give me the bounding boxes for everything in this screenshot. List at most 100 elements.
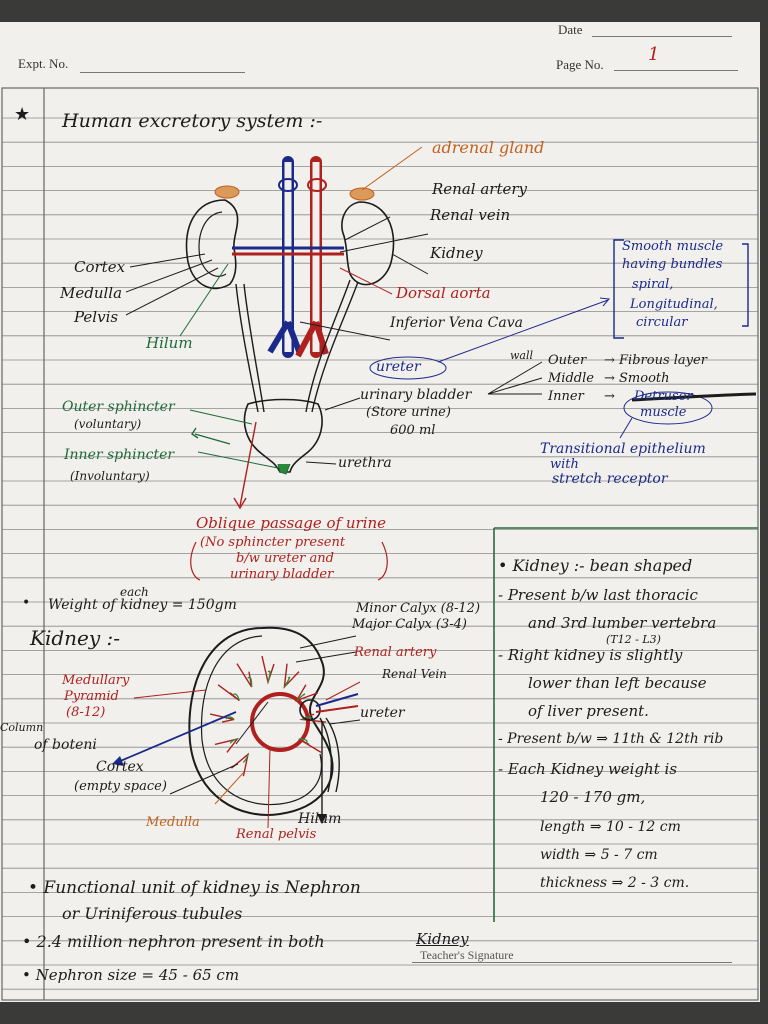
- label-renal-vein: Renal vein: [430, 206, 511, 224]
- label-renal-artery-2: Renal artery: [354, 645, 437, 660]
- label-hilum-2: Hilum: [298, 811, 342, 827]
- excretory-system-diagram: [125, 146, 757, 581]
- medullary-pyramid: [214, 737, 240, 753]
- date-label: Date: [558, 22, 583, 37]
- wall-middle: Middle: [548, 371, 594, 386]
- right-kidney: [341, 201, 395, 286]
- label-medullary-2: Pyramid: [64, 689, 119, 704]
- kidney-outline: [188, 626, 334, 816]
- expt-line: [80, 72, 245, 73]
- kidney-note-line: thickness ⇒ 2 - 3 cm.: [540, 875, 690, 891]
- kidney-note-line: lower than left because: [528, 674, 707, 692]
- kidney-note-line: - Present b/w last thoracic: [498, 586, 698, 604]
- label-voluntary: (voluntary): [74, 417, 142, 431]
- notebook-page: Date Expt. No. Page No. 1: [0, 22, 760, 1002]
- kidney-note-line: • Kidney :- bean shaped: [498, 556, 693, 575]
- kidney-note-line: - Present b/w ⇒ 11th & 12th rib: [498, 731, 724, 747]
- page-title: Human excretory system :-: [62, 110, 323, 132]
- page-line: [614, 70, 738, 71]
- left-kidney-inner: [198, 211, 227, 277]
- wall-inner-value-2: muscle: [640, 405, 687, 420]
- signature-line: [412, 962, 732, 963]
- oblique-2: (No sphincter present: [200, 535, 346, 550]
- label-ureter: ureter: [376, 359, 421, 375]
- label-urinary-bladder: urinary bladder: [360, 387, 472, 403]
- star-bullet: ★: [14, 104, 31, 125]
- muscle-note-2: having bundles: [622, 257, 723, 272]
- oblique-1: Oblique passage of urine: [196, 514, 387, 532]
- wall-outer-value: → Fibrous layer: [604, 353, 707, 368]
- calyx: [267, 670, 271, 683]
- adrenal-gland-right: [349, 187, 375, 201]
- kidney-note-line: 120 - 170 gm,: [540, 788, 646, 806]
- label-medulla-2: Medulla: [146, 815, 200, 830]
- wall-inner: Inner: [548, 389, 584, 404]
- label-empty-space: (empty space): [74, 779, 167, 794]
- ureter-right: [305, 279, 351, 413]
- nephron-line-2: or Uriniferous tubules: [62, 904, 243, 923]
- calyx: [283, 676, 291, 688]
- label-outer-sphincter: Outer sphincter: [62, 399, 175, 415]
- urethra: [277, 463, 291, 475]
- label-column-1: Column: [0, 721, 44, 734]
- epithelium-2: with: [550, 457, 579, 472]
- kidney-section-diagram: [112, 626, 361, 829]
- oblique-4: urinary bladder: [230, 567, 334, 582]
- kidney-word: Kidney: [416, 930, 469, 948]
- oblique-3: b/w ureter and: [236, 551, 334, 566]
- kidney-note-line: (T12 - L3): [606, 633, 661, 646]
- calyx: [298, 738, 308, 744]
- kidney-note-line: width ⇒ 5 - 7 cm: [540, 847, 658, 863]
- weight-note: Weight of kidney = 150gm: [48, 597, 237, 613]
- wall-inner-arrow: →: [604, 389, 615, 404]
- label-cortex: Cortex: [74, 258, 126, 276]
- muscle-note-4: Longitudinal,: [630, 297, 718, 312]
- label-renal-artery: Renal artery: [432, 180, 528, 198]
- muscle-note-3: spiral,: [632, 277, 674, 292]
- epithelium-3: stretch receptor: [552, 471, 668, 487]
- page-number: 1: [648, 44, 660, 65]
- kidney-note-line: - Right kidney is slightly: [498, 646, 683, 664]
- label-medulla: Medulla: [60, 284, 123, 302]
- label-inner-sphincter: Inner sphincter: [64, 447, 175, 463]
- calyx: [242, 754, 249, 763]
- calyx: [229, 738, 238, 744]
- kidney-note-line: of liver present.: [528, 702, 649, 720]
- label-urethra: urethra: [338, 455, 392, 471]
- page-label: Page No.: [556, 57, 604, 72]
- label-adrenal-gland: adrenal gland: [432, 138, 545, 157]
- label-cortex-2: Cortex: [96, 759, 144, 775]
- left-kidney: [185, 199, 239, 290]
- label-hilum: Hilum: [146, 334, 193, 352]
- medullary-pyramid: [283, 663, 300, 689]
- label-medullary-1: Medullary: [62, 673, 130, 688]
- expt-label: Expt. No.: [18, 56, 69, 71]
- calyx: [296, 693, 306, 702]
- wall-outer: Outer: [548, 353, 587, 368]
- medullary-pyramid: [236, 663, 253, 688]
- nephron-size-line: • Nephron size = 45 - 65 cm: [22, 966, 240, 984]
- nephron-line-1: • Functional unit of kidney is Nephron: [28, 878, 361, 898]
- label-medullary-3: (8-12): [66, 705, 106, 720]
- medullary-pyramid: [261, 655, 275, 685]
- teacher-signature-label: Teacher's Signature: [420, 948, 514, 962]
- epithelium-1: Transitional epithelium: [540, 441, 706, 457]
- ureter-oval: [369, 356, 447, 380]
- weight-bullet: •: [22, 595, 31, 611]
- date-line: [592, 36, 732, 37]
- muscle-note-1: Smooth muscle: [622, 239, 724, 254]
- medullary-pyramid: [298, 738, 322, 753]
- label-dorsal-aorta: Dorsal aorta: [396, 284, 491, 302]
- medullary-pyramid: [295, 684, 319, 702]
- muscle-note-5: circular: [636, 315, 688, 330]
- label-minor-calyx: Minor Calyx (8-12): [356, 601, 481, 616]
- million-line: • 2.4 million nephron present in both: [22, 932, 325, 951]
- label-pelvis: Pelvis: [74, 308, 119, 326]
- renal-pelvis-circle: [250, 692, 310, 752]
- label-renal-pelvis: Renal pelvis: [236, 827, 317, 842]
- label-inferior-vena-cava: Inferior Vena Cava: [390, 315, 523, 331]
- kidney-heading: Kidney :-: [30, 626, 121, 650]
- kidney-note-line: - Each Kidney weight is: [498, 760, 678, 778]
- calyx: [232, 693, 240, 701]
- label-store-urine: (Store urine): [366, 405, 451, 420]
